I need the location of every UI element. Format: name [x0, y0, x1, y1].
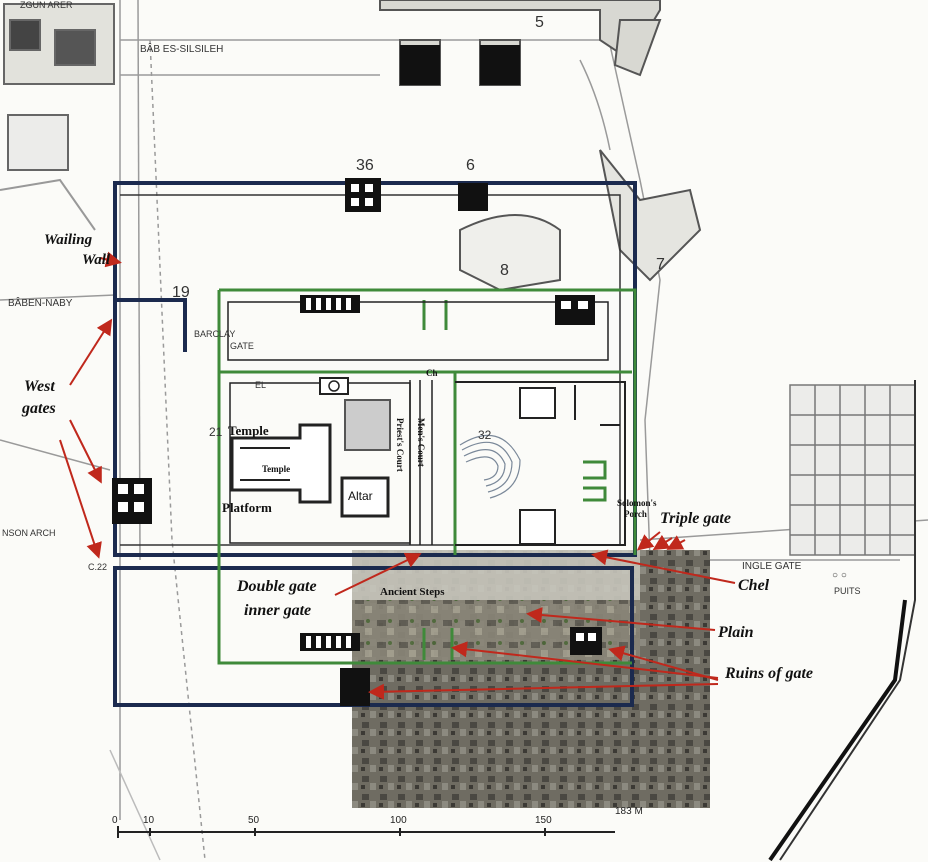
aerial-photo-overlay	[352, 550, 710, 808]
ancient-steps-label: Ancient Steps	[380, 586, 445, 598]
plot-number-21: 21	[209, 425, 223, 439]
scale-unit: 183 M	[615, 806, 643, 817]
solomons-porch-label-line1: Solomon's	[617, 498, 657, 508]
robinson-arch-label: NSON ARCH	[2, 528, 56, 538]
west-gates-label-line2: gates	[22, 400, 56, 417]
wailing-wall-label-line2: Wall	[82, 252, 111, 268]
puits-circles: ○ ○	[832, 570, 847, 581]
single-gate-label: INGLE GATE	[742, 561, 802, 572]
scale-tick-10: 10	[143, 815, 155, 826]
top-left-buildings	[0, 3, 115, 231]
wailing-wall-label-line1: Wailing	[44, 232, 93, 248]
bab-es-silsileh-label: BÂB ES-SILSILEH	[140, 44, 224, 55]
scale-tick-100: 100	[390, 815, 407, 826]
priests-court-label: Priest's Court	[395, 418, 405, 472]
double-gate-label: Double gate	[237, 578, 317, 595]
temple-label: Temple	[228, 423, 269, 438]
plot-number-7: 7	[656, 256, 665, 273]
plot-number-8: 8	[500, 262, 509, 279]
scale-tick-50: 50	[248, 815, 260, 826]
plain-label: Plain	[718, 624, 754, 641]
barclay-gate-label: GATE	[230, 341, 254, 351]
altar-label: Altar	[348, 489, 373, 503]
mens-court-label: Men's Court	[416, 418, 426, 467]
baben-naby-label: BÂBEN-NABY	[8, 298, 73, 309]
ch-label: Ch	[426, 368, 438, 378]
east-grid-block	[768, 380, 916, 862]
plot-number-36: 36	[356, 157, 374, 174]
barclay-label: BARCLAY	[194, 329, 236, 339]
plot-number-6: 6	[466, 157, 475, 174]
scale-tick-150: 150	[535, 815, 552, 826]
platform-label: Platform	[222, 500, 272, 515]
solomons-porch-label-line2: Porch	[624, 509, 647, 519]
annotation-arrows	[59, 251, 736, 700]
scale-bar	[117, 826, 615, 838]
west-gates-label-line1: West	[24, 378, 55, 395]
plot-number-19: 19	[172, 284, 190, 301]
el-fragment: EL	[255, 380, 267, 390]
c22-label: C.22	[88, 562, 108, 572]
chel-label: Chel	[738, 577, 770, 594]
circular-steps-feature	[459, 434, 521, 499]
plot-number-5: 5	[535, 14, 544, 31]
plot-number-32: 32	[478, 428, 492, 442]
triple-gate-label: Triple gate	[660, 510, 731, 527]
scale-tick-0: 0	[112, 815, 118, 826]
top-edge-fragment: ZGUN ARER	[20, 0, 73, 10]
ruins-of-gate-label: Ruins of gate	[725, 665, 814, 682]
puits-label: PUITS	[834, 586, 861, 596]
gate-block-highlights	[118, 184, 596, 648]
temple-complex	[227, 301, 626, 546]
inner-gate-label: inner gate	[244, 602, 312, 619]
temple-inner-label: Temple	[262, 464, 291, 474]
